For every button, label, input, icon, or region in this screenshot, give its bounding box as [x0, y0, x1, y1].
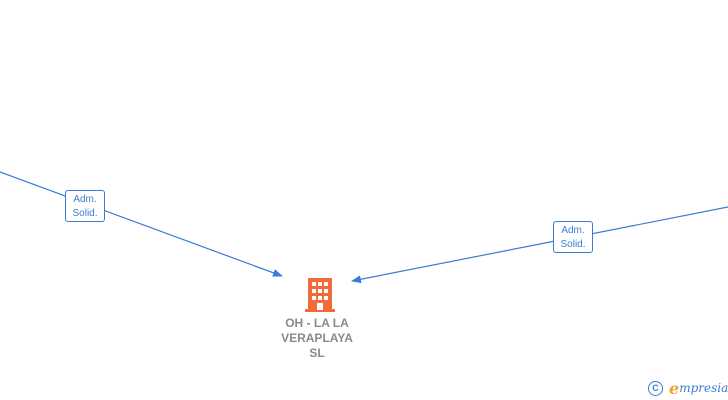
edge-label-left-line1: Adm. — [73, 194, 97, 205]
edge-label-right[interactable]: Adm. Solid. — [553, 221, 593, 253]
edge-label-right-line2: Solid. — [560, 239, 586, 250]
edge-line-left — [0, 171, 283, 277]
edge-label-left-line2: Solid. — [72, 208, 98, 219]
empresia-watermark[interactable]: C e mpresia — [648, 378, 728, 398]
building-icon[interactable] — [305, 278, 335, 312]
company-name-line1: OH - LA LA — [285, 316, 349, 330]
company-name-line3: SL — [309, 346, 325, 360]
copyright-icon: C — [648, 380, 663, 396]
company-name[interactable]: OH - LA LA VERAPLAYA SL — [262, 316, 372, 361]
brand-logo-e: e — [669, 378, 680, 398]
brand-logo-text: mpresia — [679, 381, 728, 395]
edge-label-left[interactable]: Adm. Solid. — [65, 190, 105, 222]
edge-line-right — [351, 206, 728, 284]
edge-label-right-line1: Adm. — [561, 225, 585, 236]
company-name-line2: VERAPLAYA — [281, 331, 353, 345]
